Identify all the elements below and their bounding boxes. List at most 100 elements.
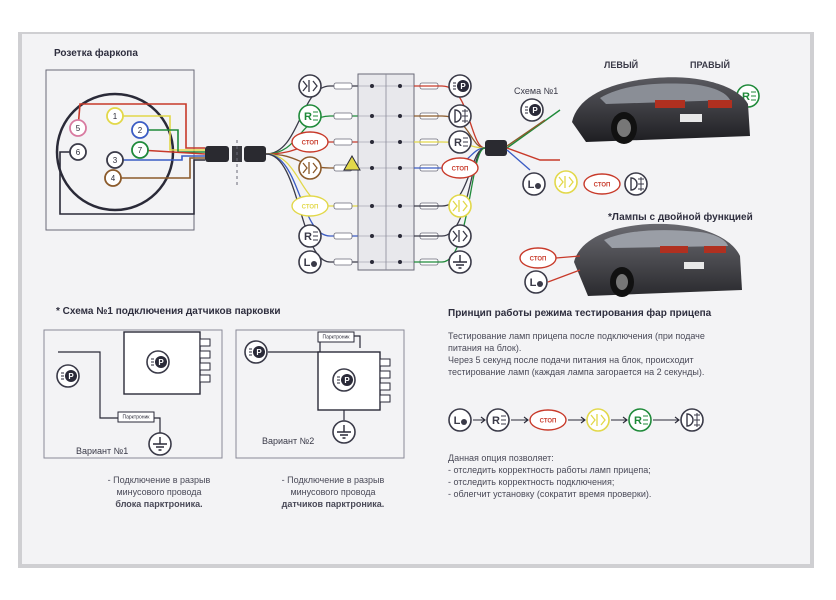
bulb-icon <box>535 183 541 189</box>
ground-icon <box>153 437 167 451</box>
socket-pin-number: 5 <box>76 124 81 133</box>
sequence-arrow <box>611 416 628 424</box>
left-symbol-label: L <box>454 415 461 427</box>
wave-icon <box>249 348 252 356</box>
test-sequence: L R СТОП R <box>448 408 704 432</box>
lamp-symbol-l: L <box>522 172 546 196</box>
stop-symbol-label: СТОП <box>452 167 469 173</box>
lamp-symbol-stop: СТОП <box>529 409 567 431</box>
module-terminal <box>398 84 402 88</box>
car-connector <box>485 109 561 171</box>
lamp-symbol-p: P <box>56 364 80 388</box>
variant2-label: Вариант №2 <box>262 436 315 446</box>
lamp-symbol-gnd <box>148 432 172 456</box>
lamp-symbol-l: L <box>298 250 322 274</box>
lamp-ring-icon <box>298 74 322 98</box>
fuse <box>333 258 353 266</box>
fog-beam-icon <box>638 177 644 191</box>
lamp-symbol-fog <box>448 104 472 128</box>
module-block <box>357 73 415 271</box>
ground-icon <box>453 255 467 269</box>
benefits-block: Данная опция позволяет: - отследить корр… <box>448 452 651 500</box>
lamp-symbol-light <box>298 74 322 98</box>
lamp-ring-icon <box>448 130 472 154</box>
benefit-item: - отследить корректность подключения; <box>448 477 615 487</box>
parking-symbol-label: P <box>532 106 538 115</box>
lamp-ring-icon <box>628 408 652 432</box>
module-terminal <box>398 114 402 118</box>
reverse-symbol-label: R <box>634 415 642 427</box>
fog-beam-icon <box>694 413 700 427</box>
reverse-symbol-label: R <box>304 231 312 243</box>
variant2-desc-line: датчиков парктроника. <box>281 499 385 509</box>
module-terminal <box>370 140 374 144</box>
socket-pin-number: 1 <box>113 112 118 121</box>
fog-lamp-icon <box>454 109 462 123</box>
parktronic-box-label: Парктроник <box>323 334 351 340</box>
reverse-symbol-label: R <box>492 415 500 427</box>
sequence-arrow <box>568 416 586 424</box>
sequence-arrow <box>511 416 529 424</box>
lamp-symbol-stop: СТОП <box>583 173 621 195</box>
left-side-label: ЛЕВЫЙ <box>604 60 639 70</box>
parking-icon <box>341 374 353 386</box>
sidelight-icon <box>558 176 574 188</box>
beam-icon <box>501 415 506 425</box>
benefit-item: - облегчит установку (сократит время про… <box>448 489 652 499</box>
beam-icon <box>643 415 648 425</box>
wave-icon <box>61 372 64 380</box>
fog-beam-icon <box>462 109 468 123</box>
beam-icon <box>463 137 468 147</box>
testing-line: питания на блок). <box>448 343 522 353</box>
wave-icon <box>151 358 154 366</box>
lamp-symbol-light <box>448 224 472 248</box>
stop-symbol-label: СТОП <box>540 419 557 425</box>
wave-icon <box>337 376 340 384</box>
fuse <box>333 138 353 146</box>
fuse <box>333 82 353 90</box>
testing-line: тестирование ламп (каждая лампа загорает… <box>448 367 705 377</box>
lamp-symbol-stop: СТОП <box>441 157 479 179</box>
lamp-ring-icon <box>448 224 472 248</box>
reverse-symbol-label: R <box>454 137 462 149</box>
variant1-desc-line: блока парктроника. <box>115 499 203 509</box>
lamp-symbol-r: R <box>298 104 322 128</box>
socket-pin <box>106 107 124 125</box>
bulb-icon <box>461 419 467 425</box>
variant1-desc-line: - Подключение в разрыв <box>107 475 211 485</box>
sidelight-icon <box>452 230 468 242</box>
sensor-plug <box>379 358 391 367</box>
sensor-plug <box>199 350 211 359</box>
lamp-ring-icon <box>522 172 546 196</box>
fuse <box>333 232 353 240</box>
lamp-symbol-p: P <box>448 74 472 98</box>
lamp-symbol-r: R <box>486 408 510 432</box>
stop-icon <box>291 195 329 217</box>
lamp-ring-icon <box>298 224 322 248</box>
testing-line: Тестирование ламп прицепа после подключе… <box>448 331 705 341</box>
variant2-description: - Подключение в разрыв минусового провод… <box>268 474 398 510</box>
fuse <box>333 112 353 120</box>
minus-wire <box>58 351 161 434</box>
module-terminal <box>398 140 402 144</box>
ground-icon <box>337 425 351 439</box>
wave-icon <box>453 82 456 90</box>
module-terminal <box>370 114 374 118</box>
wave-icon <box>525 106 528 114</box>
sensor-plug <box>379 394 391 403</box>
connection-scheme-label: Схема №1 <box>514 86 559 96</box>
parking-icon <box>65 370 77 382</box>
bulb-icon <box>537 281 543 287</box>
socket-connector <box>205 140 266 186</box>
lamp-symbol-stop: СТОП <box>519 247 557 269</box>
lamp-ring-icon <box>554 170 578 194</box>
right-side-label: ПРАВЫЙ <box>690 60 730 70</box>
right-wire <box>414 147 486 207</box>
parking-symbol-label: P <box>256 348 262 357</box>
socket-title: Розетка фаркопа <box>54 48 138 59</box>
dual-wire <box>547 255 581 283</box>
